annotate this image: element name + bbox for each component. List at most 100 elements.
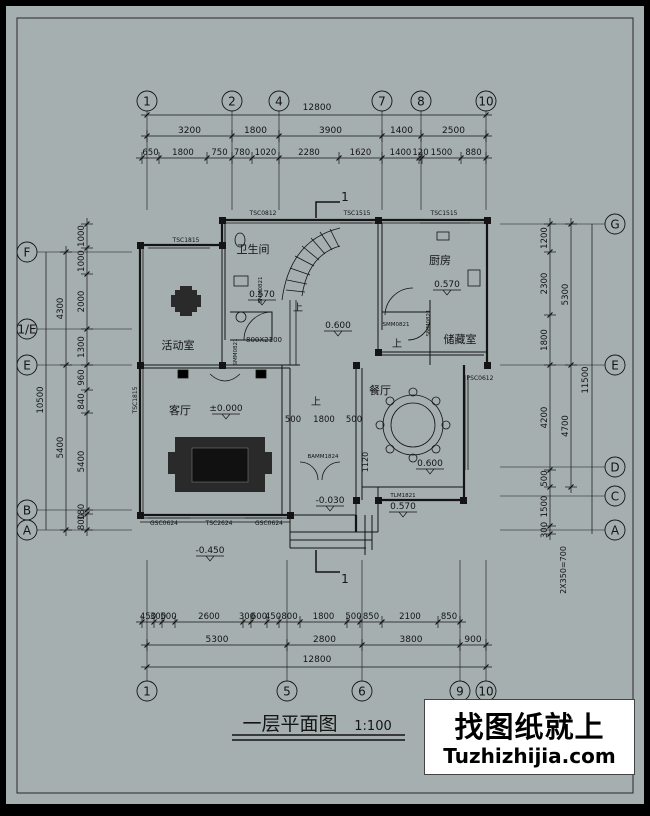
window-tag: PSC0612 [467,375,494,382]
section-mark-bottom: 1 [341,572,349,586]
window-tag: GSC0624 [150,520,178,527]
axis-left-F: F [24,246,31,260]
level-outside: -0.450 [195,546,224,556]
columns [137,217,491,519]
axis-top-1: 1 [143,95,151,109]
dimension-label: 4200 [540,407,550,429]
dimension-label: 1800 [540,329,550,351]
dimension-label: 880 [465,148,481,158]
level-kitchen: 0.570 [434,280,460,290]
axis-right-G-circle [604,213,626,235]
dimension-label: 2000 [77,291,87,313]
title-underline [232,734,405,741]
dimension-label: 2600 [198,612,220,622]
dimension-total-top: 12800 [303,103,332,113]
dimension-label: 3900 [319,126,342,136]
axis-top-4-circle [268,90,290,112]
axis-left-1-E-circle [16,318,38,340]
axis-top-10-circle [475,90,497,112]
dimension-label: 1020 [255,148,277,158]
level-porch: 0.570 [390,502,416,512]
window-marks [148,219,470,519]
axis-left-F-circle [16,241,38,263]
dimension-total-left: 10500 [36,386,46,413]
axis-right-A-circle [604,519,626,541]
axis-left-E-circle [16,354,38,376]
room-bathroom: 卫生间 [237,242,270,256]
sheet-frame [16,17,634,794]
plan-scale: 1:100 [354,719,391,734]
watermark-cn: 找图纸就上 [454,710,605,744]
dimension-label: 650 [142,148,158,158]
dimension-label: 2800 [313,635,336,645]
dimension-label: 2300 [540,273,550,295]
axis-bottom-6: 6 [358,685,366,699]
dimension-label: 1800 [172,148,194,158]
dimension-label: 1200 [540,227,550,249]
level-dining: 0.600 [417,459,443,469]
axis-right-D: D [610,461,619,475]
stair-up-label: 上 [392,338,402,350]
activity-table [171,286,201,316]
dimension-label: 4300 [56,298,66,320]
dimension-label: 500 [540,470,550,486]
stair-up-label: 上 [293,302,303,314]
dimension-label: 1800 [313,612,335,622]
dimension-label: 120 [412,148,428,158]
axis-bottom-5-circle [276,680,298,702]
dimension-label: 5300 [561,284,571,306]
dimension-label: 300 [150,612,166,622]
dimension-label: 850 [441,612,457,622]
axis-right-D-circle [604,456,626,478]
window-tag: TSC1515 [430,210,458,217]
window-tag: TSC1815 [132,386,139,414]
dimension-label: 2500 [442,126,465,136]
axis-top-2-circle [221,90,243,112]
axis-right-A: A [611,524,620,538]
dimension-label: 5400 [77,451,87,473]
dimension-label: 1500 [540,496,550,518]
dimension-label: 500 [285,415,301,425]
dimension-label: 1500 [431,148,453,158]
room-living: 客厅 [169,403,191,417]
dimension-label: 1620 [350,148,372,158]
dimension-label: 180 [77,504,87,520]
section-cut-lines [315,201,340,573]
door-tag: TLM1821 [389,493,415,499]
dimension-label: 960 [77,369,87,385]
axis-left-1-E: 1/E [17,323,36,337]
axis-right-E: E [611,359,619,373]
dimension-label: 1000 [77,225,87,247]
window-tag: TSC1815 [172,237,200,244]
dimension-label: 300 [239,612,255,622]
axis-bottom-9: 9 [456,685,464,699]
dimension-label: 1400 [390,126,413,136]
level-hall: 0.600 [325,321,351,331]
dimension-label: 3200 [178,126,201,136]
sheet-background [6,6,644,804]
dimension-label: 1300 [77,336,87,358]
dimension-label: 450 [140,612,156,622]
axis-top-8: 8 [417,95,425,109]
watermark-box: 找图纸就上 Tuzhizhijia.com [424,699,635,775]
level-living: ±0.000 [209,404,243,414]
plan-title: 一层平面图 [242,713,337,735]
level-entry: -0.030 [315,496,344,506]
grid-lines [37,111,605,681]
door-swings [209,287,431,481]
dimension-label: 1120 [361,452,370,472]
axis-right-E-circle [604,354,626,376]
dimension-label: 800 [77,514,87,530]
stair-note: 2X350=700 [559,546,568,594]
dimension-label: 300 [540,522,550,538]
dimension-label: 1400 [390,148,412,158]
door-tag: SMM0821 [258,277,264,304]
axis-top-8-circle [410,90,432,112]
stair-up-label: 上 [311,396,321,408]
level-bath: 0.570 [249,290,275,300]
dimension-label: 2280 [298,148,320,158]
axis-top-2: 2 [228,95,236,109]
dimension-label: 5400 [56,437,66,459]
